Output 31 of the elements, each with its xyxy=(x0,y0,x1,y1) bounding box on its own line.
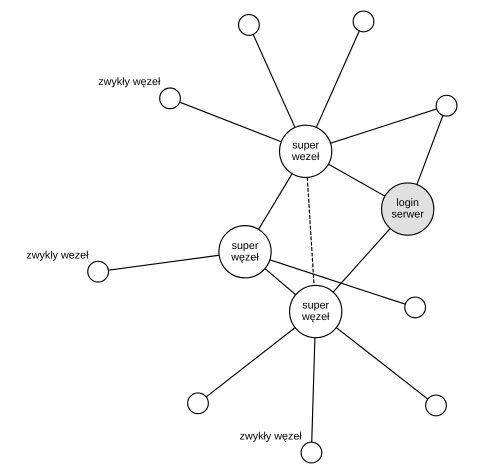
node-circle xyxy=(424,394,446,416)
node-circle xyxy=(352,10,374,32)
node-label: zwykly wezeł xyxy=(26,249,88,262)
node-label: zwykły węzeł xyxy=(98,76,160,88)
connector xyxy=(264,268,296,295)
connector xyxy=(269,259,405,305)
node-circle xyxy=(186,392,208,414)
connector xyxy=(306,177,314,286)
node-label: zwykły węzeł xyxy=(239,430,302,442)
node-circle xyxy=(158,87,180,110)
connector xyxy=(332,228,390,292)
connector xyxy=(315,30,360,128)
connector xyxy=(336,327,428,400)
connector xyxy=(416,115,443,185)
node-circle: super wezeł xyxy=(278,124,332,178)
node-circle xyxy=(300,442,322,464)
node-circle xyxy=(237,14,260,36)
connector xyxy=(252,34,295,128)
node-circle: super węzeł xyxy=(288,284,342,338)
connector xyxy=(179,102,281,142)
node-circle: login serwer xyxy=(380,182,434,236)
node-circle xyxy=(435,94,457,117)
node-circle: super węzeł xyxy=(218,225,272,278)
node-circle xyxy=(86,260,109,283)
connector xyxy=(328,164,385,197)
connector xyxy=(330,108,436,144)
connector xyxy=(258,174,292,230)
connector xyxy=(206,327,295,398)
connector xyxy=(310,338,315,442)
connector xyxy=(108,254,219,271)
node-circle xyxy=(404,296,426,318)
